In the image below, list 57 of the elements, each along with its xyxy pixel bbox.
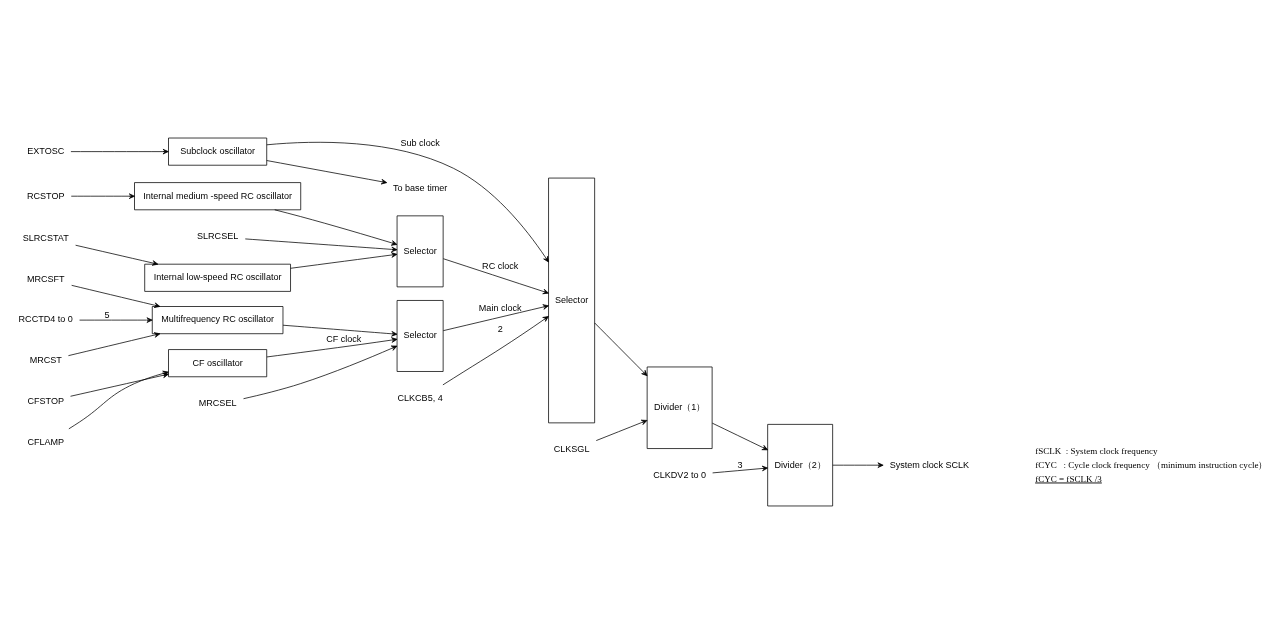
- node-text: MRCSEL: [198, 397, 237, 408]
- arrow: [290, 251, 398, 269]
- node-text: System clock SCLK: [889, 459, 970, 470]
- arrow: [712, 465, 768, 473]
- edge-label: Sub clock: [400, 137, 440, 148]
- arrow: [244, 238, 398, 252]
- label: fCYC : Cycle clock frequency （minimum instruction cycle）: [1035, 459, 1268, 470]
- arrow: [274, 208, 398, 246]
- arrow: [711, 422, 768, 450]
- node-text: To base timer: [392, 182, 448, 193]
- arrow: [266, 141, 549, 262]
- node-box: Subclock oscillator: [168, 137, 268, 166]
- node-box: Selector: [396, 214, 444, 287]
- arrow: [71, 284, 161, 308]
- arrow: [442, 315, 549, 385]
- node-box: Selector: [548, 177, 595, 423]
- node-text: CLKCB5, 4: [397, 392, 443, 403]
- arrow: [266, 336, 398, 357]
- arrow: [70, 192, 135, 199]
- node-box: Divider（1）: [646, 366, 713, 449]
- arrow: [594, 322, 648, 376]
- arrow: [75, 244, 159, 266]
- arrow: [68, 331, 161, 356]
- node-text: CLKSGL: [553, 443, 590, 454]
- node-text: SLRCSEL: [197, 230, 239, 241]
- edge-label: 2: [497, 323, 503, 334]
- node-text: RCSTOP: [26, 190, 65, 201]
- arrow: [243, 345, 398, 399]
- arrow: [282, 324, 398, 337]
- node-text: SLRCSTAT: [22, 232, 69, 243]
- node-box: Multifrequency RC oscillator: [151, 305, 284, 334]
- arrow: [79, 316, 153, 323]
- node-text: MRCST: [29, 354, 62, 365]
- edge-label: RC clock: [482, 260, 519, 271]
- node-box: CF oscillator: [168, 348, 268, 377]
- edge-label: CF clock: [326, 333, 362, 344]
- node-box: Divider（2）: [767, 423, 833, 506]
- arrow: [442, 303, 549, 331]
- node-text: CLKDV2 to 0: [653, 469, 707, 480]
- node-box: Selector: [396, 299, 444, 372]
- arrow: [442, 257, 549, 294]
- label: fCYC = fSCLK /3: [1035, 473, 1102, 483]
- arrow: [70, 148, 169, 154]
- node-text: CFSTOP: [27, 395, 64, 406]
- node-box: Internal medium -speed RC oscillator: [134, 181, 302, 210]
- edge-label: 5: [104, 309, 110, 320]
- arrow: [595, 419, 648, 441]
- arrow: [832, 461, 884, 468]
- edge-label: Main clock: [478, 302, 522, 313]
- edge-label: 3: [737, 459, 743, 470]
- node-text: CFLAMP: [27, 436, 65, 447]
- node-text: MRCSFT: [26, 273, 65, 284]
- node-box: Internal low-speed RC oscillator: [144, 263, 291, 292]
- arrow: [266, 159, 388, 184]
- node-text: EXTOSC: [27, 145, 65, 156]
- node-text: RCCTD4 to 0: [18, 313, 73, 324]
- label: fSCLK : System clock frequency: [1035, 445, 1158, 456]
